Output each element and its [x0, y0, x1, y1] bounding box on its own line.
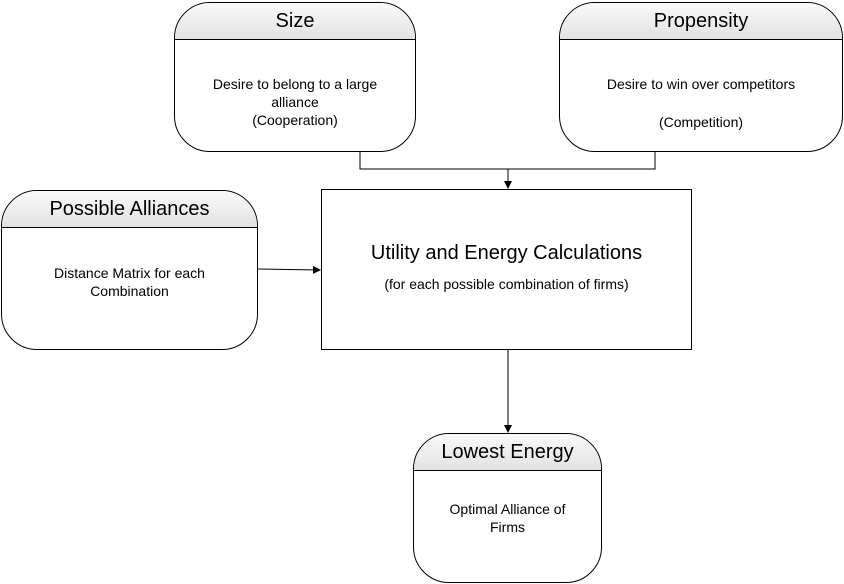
node-propensity-line: (Competition): [658, 114, 744, 130]
edge-possible-alliances-to-utility: [257, 265, 321, 274]
node-size-title: Size: [175, 3, 415, 40]
node-possible-alliances-title: Possible Alliances: [2, 191, 257, 228]
node-propensity-line: Desire to win over competitors: [606, 76, 796, 92]
node-utility-title: Utility and Energy Calculations: [370, 242, 643, 264]
node-size: Size Desire to belong to a large allianc…: [174, 2, 416, 152]
node-lowest-energy: Lowest Energy Optimal Alliance of Firms: [413, 433, 602, 583]
node-lowest-energy-line: Firms: [490, 519, 525, 535]
edge-size-to-utility: [359, 152, 508, 170]
node-propensity-title: Propensity: [560, 3, 842, 40]
node-lowest-energy-body: Optimal Alliance of Firms: [422, 500, 593, 536]
node-size-body: Desire to belong to a large alliance (Co…: [183, 75, 407, 129]
node-size-line: (Cooperation): [252, 112, 338, 128]
node-possible-alliances: Possible Alliances Distance Matrix for e…: [1, 190, 258, 350]
node-lowest-energy-title: Lowest Energy: [414, 434, 601, 471]
node-possible-alliances-body: Distance Matrix for each Combination: [10, 264, 249, 300]
edge-propensity-to-utility: [508, 152, 656, 170]
node-propensity: Propensity Desire to win over competitor…: [559, 2, 843, 152]
node-propensity-body: Desire to win over competitors (Competit…: [568, 75, 834, 131]
node-utility-subtitle: (for each possible combination of firms): [384, 276, 629, 292]
node-possible-alliances-line: Combination: [90, 283, 169, 299]
node-possible-alliances-line: Distance Matrix for each: [54, 265, 205, 281]
node-size-line: Desire to belong to a large: [212, 76, 378, 92]
node-size-line: alliance: [271, 94, 319, 110]
node-lowest-energy-line: Optimal Alliance of: [449, 501, 566, 517]
node-utility: Utility and Energy Calculations (for eac…: [321, 189, 692, 350]
